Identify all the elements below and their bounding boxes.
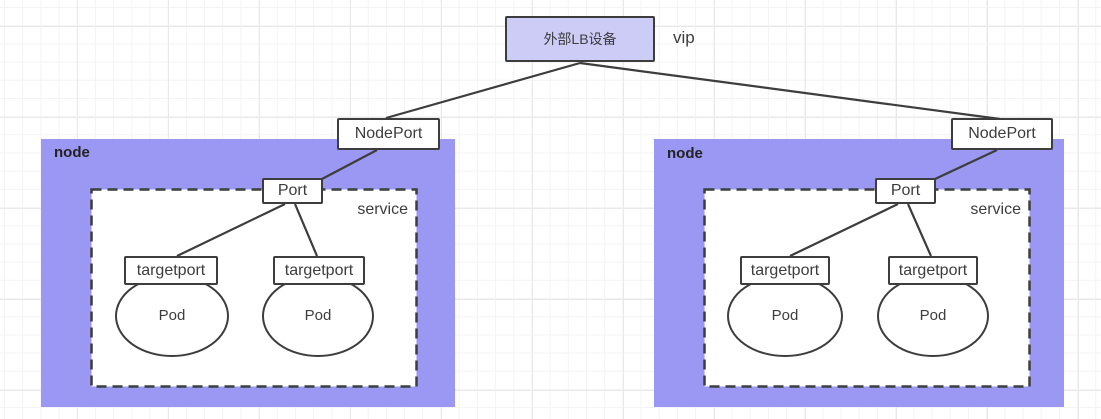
external-lb-box: 外部LB设备 <box>505 16 655 62</box>
connector-lb-to-nodeport-right <box>579 61 1001 121</box>
node-label-left: node <box>54 144 90 161</box>
pod-label-right-2: Pod <box>919 307 947 324</box>
connector-port-to-targetport-left-1 <box>176 203 286 257</box>
targetport-label: targetport <box>284 261 354 279</box>
vip-label: vip <box>673 28 695 47</box>
external-lb-label: 外部LB设备 <box>543 31 617 47</box>
connector-port-to-targetport-left-2 <box>293 203 319 257</box>
pod-label-left-2: Pod <box>304 307 332 324</box>
targetport-box-left-1: targetport <box>124 256 218 285</box>
targetport-box-left-2: targetport <box>273 256 365 285</box>
nodeport-label: NodePort <box>968 125 1036 142</box>
connector-nodeport-to-port-left <box>321 149 378 180</box>
nodeport-label: NodePort <box>354 125 423 142</box>
service-label-left: service <box>357 201 408 218</box>
targetport-box-right-2: targetport <box>888 256 978 285</box>
service-label-right: service <box>970 201 1021 218</box>
port-box-right: Port <box>875 178 936 204</box>
nodeport-box-right: NodePort <box>951 118 1053 150</box>
connector-lb-to-nodeport-left <box>385 61 581 120</box>
targetport-label: targetport <box>750 261 820 279</box>
pod-label-left-1: Pod <box>158 307 186 324</box>
service-box-right <box>703 188 1031 388</box>
targetport-label: targetport <box>136 261 206 279</box>
node-label-right: node <box>667 145 703 162</box>
nodeport-box-left: NodePort <box>337 118 440 150</box>
connector-port-to-targetport-right-1 <box>789 203 899 257</box>
targetport-label: targetport <box>898 261 968 279</box>
port-label: Port <box>890 182 921 199</box>
targetport-box-right-1: targetport <box>740 256 830 285</box>
port-box-left: Port <box>262 178 323 204</box>
connector-port-to-targetport-right-2 <box>906 203 933 257</box>
connector-nodeport-to-port-right <box>934 149 998 180</box>
port-label: Port <box>277 182 308 199</box>
pod-label-right-1: Pod <box>771 307 799 324</box>
